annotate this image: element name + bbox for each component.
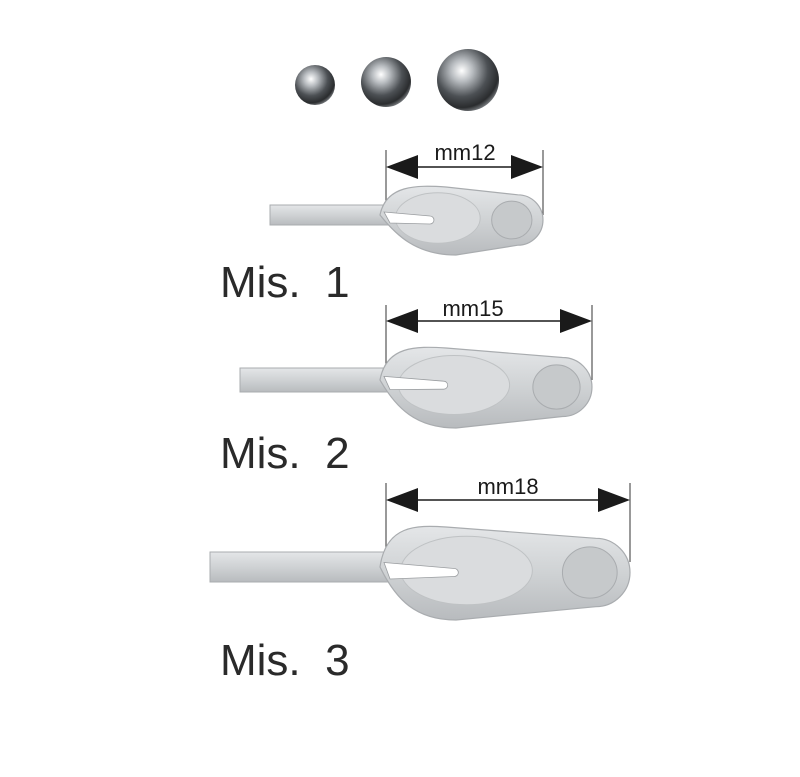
arrow-left-icon	[386, 155, 418, 179]
dimension-label-3: mm18	[477, 474, 538, 499]
tool-ball-seat-3	[561, 546, 618, 599]
tool-handle-3	[209, 551, 397, 583]
tool-slot-3	[383, 562, 459, 580]
tool-handle-1	[269, 204, 397, 226]
item-label-2: Mis. 2	[220, 429, 350, 478]
dimension-label-2: mm15	[442, 296, 503, 321]
arrow-right-icon	[598, 488, 630, 512]
tool-slot-1	[383, 211, 435, 225]
arrow-left-icon	[386, 488, 418, 512]
dimension-label-1: mm12	[434, 140, 495, 165]
tool-handle-2	[239, 367, 397, 393]
arrow-left-icon	[386, 309, 418, 333]
arrow-right-icon	[511, 155, 543, 179]
tool-ball-seat-1	[491, 200, 533, 240]
tool-ball-seat-2	[532, 364, 581, 410]
large-ball	[437, 49, 499, 111]
item-label-1: Mis. 1	[220, 258, 350, 307]
small-ball	[295, 65, 335, 105]
item-label-3: Mis. 3	[220, 636, 350, 685]
tool-slot-2	[383, 375, 449, 391]
arrow-right-icon	[560, 309, 592, 333]
medium-ball	[361, 57, 411, 107]
